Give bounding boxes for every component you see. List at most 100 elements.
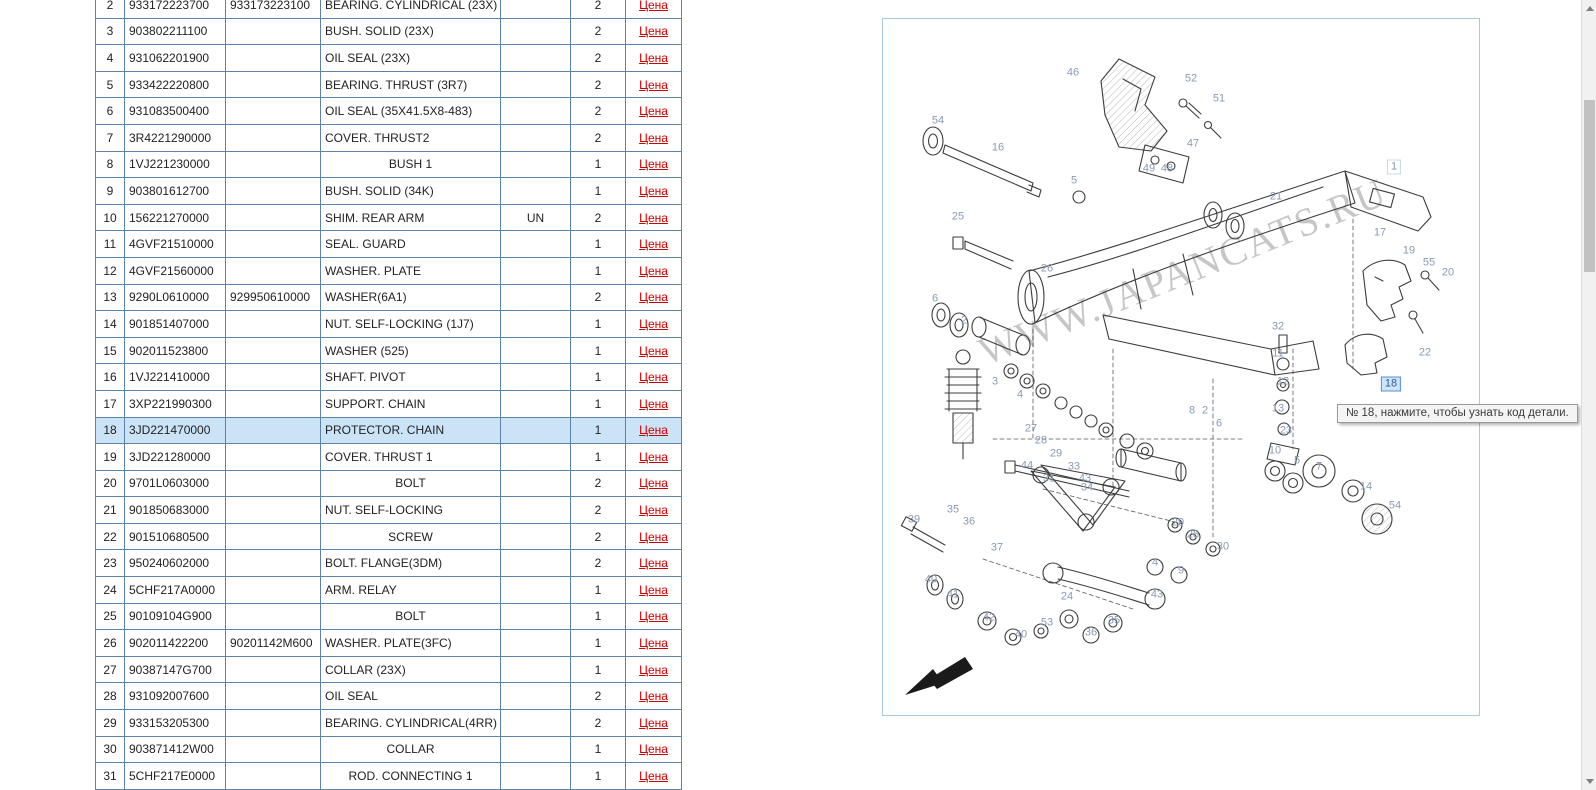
callout-27[interactable]: 27 (1024, 422, 1038, 435)
price-link[interactable]: Цена (639, 769, 668, 784)
part-note (500, 177, 571, 205)
scrollbar-thumb[interactable] (1584, 100, 1595, 272)
part-number-primary: 5CHF217E0000 (124, 762, 226, 790)
callout-6[interactable]: 6 (1215, 417, 1223, 430)
callout-6[interactable]: 6 (931, 292, 939, 305)
callout-51[interactable]: 51 (1212, 92, 1226, 105)
callout-2[interactable]: 2 (960, 314, 968, 327)
callout-20[interactable]: 20 (1441, 266, 1455, 279)
callout-2[interactable]: 2 (1201, 404, 1209, 417)
price-link[interactable]: Цена (639, 290, 668, 305)
callout-7[interactable]: 7 (1315, 460, 1323, 473)
price-link[interactable]: Цена (639, 24, 668, 39)
price-link[interactable]: Цена (639, 582, 668, 597)
price-link[interactable]: Цена (639, 0, 668, 12)
price-link[interactable]: Цена (639, 183, 668, 198)
price-link[interactable]: Цена (639, 210, 668, 225)
part-quantity: 2 (570, 97, 626, 125)
callout-35[interactable]: 35 (946, 503, 960, 516)
callout-17[interactable]: 17 (1373, 226, 1387, 239)
callout-48[interactable]: 48 (1160, 162, 1174, 175)
price-link[interactable]: Цена (639, 423, 668, 438)
callout-29[interactable]: 29 (1171, 516, 1185, 529)
callout-52[interactable]: 52 (1184, 72, 1198, 85)
callout-3[interactable]: 3 (991, 375, 999, 388)
callout-32[interactable]: 32 (1271, 320, 1285, 333)
callout-53[interactable]: 53 (1040, 616, 1054, 629)
price-link[interactable]: Цена (639, 396, 668, 411)
callout-37[interactable]: 37 (990, 541, 1004, 554)
callout-10[interactable]: 10 (1268, 444, 1282, 457)
price-link[interactable]: Цена (639, 370, 668, 385)
callout-5[interactable]: 5 (1070, 174, 1078, 187)
callout-24[interactable]: 24 (1060, 590, 1074, 603)
callout-19[interactable]: 19 (1402, 244, 1416, 257)
price-link[interactable]: Цена (639, 104, 668, 119)
callout-4[interactable]: 4 (1151, 556, 1159, 569)
price-link[interactable]: Цена (639, 636, 668, 651)
callout-28[interactable]: 28 (1034, 434, 1048, 447)
callout-54[interactable]: 54 (1388, 499, 1402, 512)
callout-42[interactable]: 42 (982, 611, 996, 624)
callout-4[interactable]: 4 (1016, 388, 1024, 401)
vertical-scrollbar[interactable] (1581, 0, 1596, 790)
callout-21[interactable]: 21 (1269, 190, 1283, 203)
callout-30[interactable]: 30 (1216, 540, 1230, 553)
price-link[interactable]: Цена (639, 662, 668, 677)
callout-43[interactable]: 43 (1150, 588, 1164, 601)
price-link[interactable]: Цена (639, 556, 668, 571)
price-link[interactable]: Цена (639, 157, 668, 172)
price-link[interactable]: Цена (639, 529, 668, 544)
callout-39[interactable]: 39 (907, 513, 921, 526)
callout-31[interactable]: 31 (1042, 472, 1056, 485)
callout-33[interactable]: 33 (1067, 460, 1081, 473)
price-link[interactable]: Цена (639, 77, 668, 92)
callout-49[interactable]: 49 (1142, 162, 1156, 175)
price-link[interactable]: Цена (639, 343, 668, 358)
callout-11[interactable]: 11 (1272, 347, 1284, 360)
callout-5[interactable]: 5 (1293, 454, 1301, 467)
callout-23[interactable]: 23 (1279, 424, 1293, 437)
price-link[interactable]: Цена (639, 316, 668, 331)
callout-16[interactable]: 16 (991, 141, 1005, 154)
price-link[interactable]: Цена (639, 689, 668, 704)
callout-28[interactable]: 28 (1186, 528, 1200, 541)
price-link[interactable]: Цена (639, 503, 668, 518)
callout-22[interactable]: 22 (1418, 346, 1432, 359)
callout-41[interactable]: 41 (946, 588, 960, 601)
price-link[interactable]: Цена (639, 449, 668, 464)
table-row: 4 931062201900 OIL SEAL (23X) 2 Цена (95, 44, 682, 72)
callout-13[interactable]: 13 (1271, 402, 1285, 415)
price-link[interactable]: Цена (639, 263, 668, 278)
callout-26[interactable]: 26 (1040, 262, 1054, 275)
price-link[interactable]: Цена (639, 742, 668, 757)
price-link[interactable]: Цена (639, 50, 668, 65)
price-link[interactable]: Цена (639, 609, 668, 624)
callout-43[interactable]: 43 (1078, 472, 1092, 485)
callout-18[interactable]: 18 (1380, 376, 1402, 392)
callout-34[interactable]: 34 (1080, 481, 1094, 494)
callout-44[interactable]: 44 (1020, 459, 1034, 472)
price-link[interactable]: Цена (639, 476, 668, 491)
callout-1[interactable]: 1 (1386, 159, 1402, 175)
price-link[interactable]: Цена (639, 237, 668, 252)
callout-54[interactable]: 54 (931, 114, 945, 127)
scrollbar-down-button[interactable] (1582, 773, 1596, 790)
callout-40[interactable]: 40 (1014, 628, 1028, 641)
callout-40[interactable]: 40 (924, 573, 938, 586)
callout-29[interactable]: 29 (1049, 447, 1063, 460)
callout-25[interactable]: 25 (951, 210, 965, 223)
callout-36[interactable]: 36 (1084, 626, 1098, 639)
callout-35[interactable]: 35 (1107, 614, 1121, 627)
callout-9[interactable]: 9 (1177, 564, 1185, 577)
callout-36[interactable]: 36 (962, 515, 976, 528)
price-link[interactable]: Цена (639, 715, 668, 730)
scrollbar-up-button[interactable] (1582, 0, 1596, 17)
callout-8[interactable]: 8 (1188, 404, 1196, 417)
callout-12[interactable]: 12 (1276, 375, 1290, 388)
callout-55[interactable]: 55 (1422, 256, 1436, 269)
callout-47[interactable]: 47 (1186, 137, 1200, 150)
callout-46[interactable]: 46 (1066, 66, 1080, 79)
price-link[interactable]: Цена (639, 130, 668, 145)
callout-14[interactable]: 14 (1359, 480, 1373, 493)
